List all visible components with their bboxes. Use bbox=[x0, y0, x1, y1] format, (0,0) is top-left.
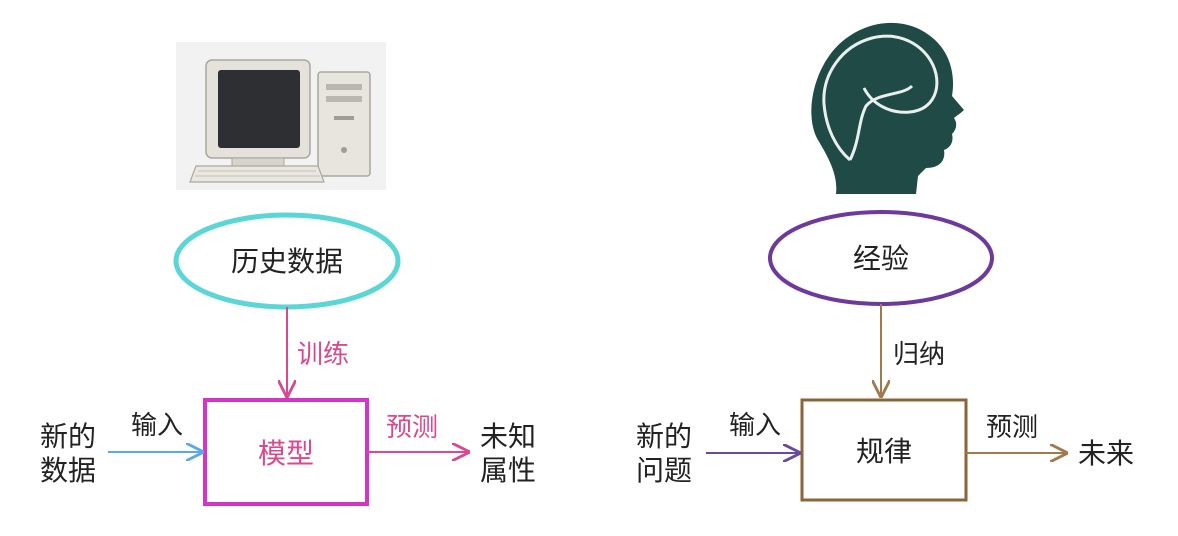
computer-image bbox=[176, 42, 386, 190]
right-input-label: 输入 bbox=[729, 411, 781, 441]
model-label: 模型 bbox=[258, 437, 314, 470]
rule-label: 规律 bbox=[856, 435, 912, 468]
unknown-attribute-line1: 未知 bbox=[480, 420, 536, 453]
rule-box bbox=[800, 398, 968, 502]
experience-label: 经验 bbox=[853, 242, 909, 275]
train-label: 训练 bbox=[297, 340, 349, 370]
induce-label: 归纳 bbox=[893, 340, 945, 370]
model-box bbox=[203, 398, 369, 506]
new-data-label-line1: 新的 bbox=[40, 420, 96, 453]
unknown-attribute-line2: 属性 bbox=[480, 454, 536, 487]
input-label: 输入 bbox=[131, 411, 183, 441]
head-silhouette-image bbox=[811, 22, 964, 195]
new-problem-label-line2: 问题 bbox=[636, 454, 692, 487]
predict-label: 预测 bbox=[386, 413, 438, 443]
new-problem-label-line1: 新的 bbox=[636, 420, 692, 453]
right-predict-label: 预测 bbox=[986, 413, 1038, 443]
historical-data-label: 历史数据 bbox=[231, 245, 343, 278]
new-data-label-line2: 数据 bbox=[40, 454, 96, 487]
future-label: 未来 bbox=[1078, 437, 1134, 470]
